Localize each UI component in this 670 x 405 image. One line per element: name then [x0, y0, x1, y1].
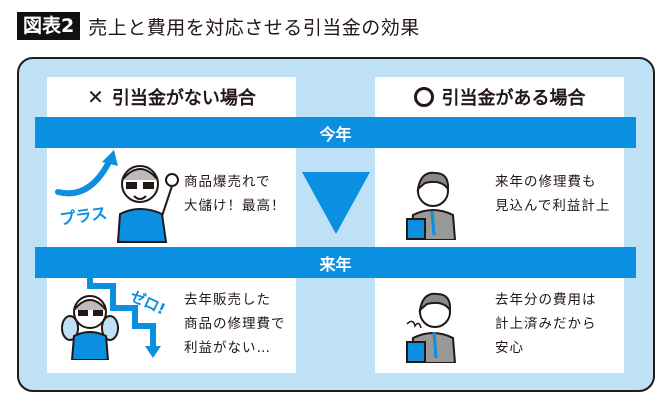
worried-shopkeeper-icon — [61, 295, 119, 360]
figure-header: 図表2 売上と費用を対応させる引当金の効果 — [17, 12, 420, 40]
column-label: 引当金がある場合 — [441, 88, 586, 109]
down-arrow-icon — [302, 172, 370, 234]
column-header-without: ✕ 引当金がない場合 — [47, 77, 296, 117]
relieved-businessman-icon — [406, 292, 457, 363]
row-label: 今年 — [319, 124, 352, 144]
column-label: 引当金がない場合 — [111, 88, 256, 109]
row-band-next-year: 来年 — [35, 247, 636, 278]
row-band-this-year: 今年 — [35, 117, 636, 148]
cell-text-with-next-year: 去年分の費用は 計上済みだから 安心 — [495, 292, 597, 356]
plus-up-arrow-icon: プラス — [55, 150, 118, 229]
circle-icon — [413, 87, 434, 107]
column-header-with: 引当金がある場合 — [375, 77, 624, 117]
cell-text-without-next-year: 去年販売した 商品の修理費で 利益がない… — [184, 292, 286, 356]
cell-without-this-year — [47, 148, 296, 247]
cross-icon: ✕ — [87, 85, 104, 109]
zero-down-arrow-icon: ゼロ! — [87, 278, 168, 358]
figure-label: 図表2 — [17, 12, 81, 40]
figure-title: 売上と費用を対応させる引当金の効果 — [88, 16, 420, 39]
businessman-icon — [406, 171, 457, 240]
happy-shopkeeper-icon — [116, 165, 179, 243]
cell-text-with-this-year: 来年の修理費も 見込んで利益計上 — [495, 174, 611, 214]
plus-badge: プラス — [58, 203, 108, 228]
row-label: 来年 — [319, 254, 352, 274]
cell-text-without-this-year: 商品爆売れで 大儲け！最高！ — [184, 174, 286, 214]
